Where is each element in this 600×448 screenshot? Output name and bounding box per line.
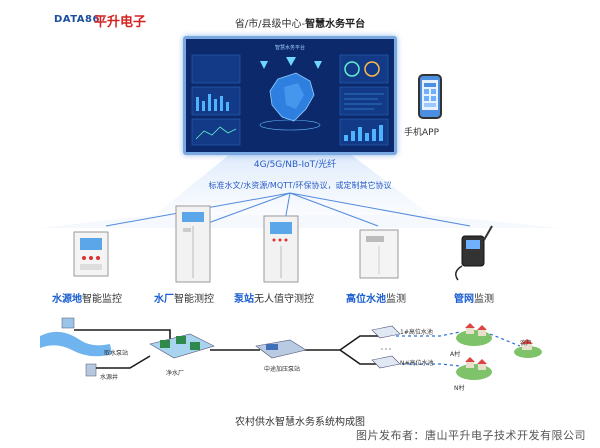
dashboard-title: 智慧水务平台 [275, 44, 305, 51]
high-tank-n [371, 355, 401, 369]
intake-pump-house [61, 317, 75, 329]
protocol-label: 标准水文/水资源/MQTT/环保协议，或定制其它协议 [208, 181, 392, 190]
uplink-beam [155, 150, 430, 215]
scene-label-tank1: 1#高位水池 [400, 329, 433, 336]
scene-label-tankn: N#高位水池 [400, 360, 434, 367]
link-line-2 [199, 192, 291, 227]
tank-ellipsis-dots [381, 348, 391, 350]
device-label-pipe-network: 管网监测 [454, 294, 494, 305]
water-plant-tanks [149, 333, 215, 359]
pipe-tankN-villageN [396, 363, 461, 367]
village-n [456, 357, 492, 380]
pump-station-cabinet-icon [263, 215, 299, 283]
device-label-water-plant: 水厂智能测控 [154, 294, 214, 305]
scene-label-household: 农户 [520, 340, 533, 347]
pipe-village-household [489, 333, 521, 347]
pipe-booster-tankN [339, 349, 380, 365]
platform-dashboard-screen: 智慧水务平台 [183, 36, 397, 155]
platform-title: 省/市/县级中心-智慧水务平台 [0, 15, 600, 30]
device-label-high-tank: 高位水池监测 [346, 294, 406, 305]
pipe-well-plant [96, 355, 151, 369]
link-line-5 [289, 192, 471, 227]
scene-label-intake-pump: 取水泵站 [104, 350, 129, 357]
village-a [456, 323, 492, 346]
brand-logo-cn: 平升电子 [94, 15, 147, 30]
well-house [85, 363, 97, 377]
network-label: 4G/5G/NB-IoT/光纤 [253, 160, 337, 170]
mobile-app-label: 手机APP [404, 128, 440, 138]
platform-title-bold: 智慧水务平台 [305, 19, 366, 30]
tank-monitor-box-icon [359, 229, 399, 279]
scene-label-plant: 净水厂 [166, 370, 185, 377]
water-source-controller-icon [73, 231, 109, 277]
pipe-network-rtu-icon [455, 225, 493, 281]
scene-label-booster: 中途加压泵站 [264, 366, 301, 373]
water-plant-cabinet-icon [175, 205, 211, 283]
device-label-pump-station: 泵站无人值守测控 [234, 294, 314, 305]
pipe-tank1-villageA [396, 331, 461, 337]
river-shape [40, 331, 112, 357]
scene-label-village-a: A村 [450, 351, 461, 358]
diagram-caption: 农村供水智慧水务系统构成图 [235, 417, 365, 428]
link-line-4 [289, 192, 379, 227]
pipe-booster-tank1 [300, 335, 380, 351]
booster-station [255, 339, 307, 359]
scene-label-well: 水源井 [100, 374, 119, 381]
publisher-credit: 图片发布者：唐山平升电子技术开发有限公司 [356, 429, 586, 442]
household [514, 339, 542, 358]
brand-logo: DATA86 [54, 14, 100, 25]
device-label-water-source: 水源地智能监控 [52, 294, 122, 305]
dashboard-graphics: 智慧水务平台 [186, 39, 394, 152]
platform-title-prefix: 省/市/县级中心- [234, 19, 306, 30]
scene-label-village-n: N村 [454, 385, 465, 392]
mobile-phone-icon [418, 74, 442, 119]
high-tank-1 [371, 325, 401, 339]
